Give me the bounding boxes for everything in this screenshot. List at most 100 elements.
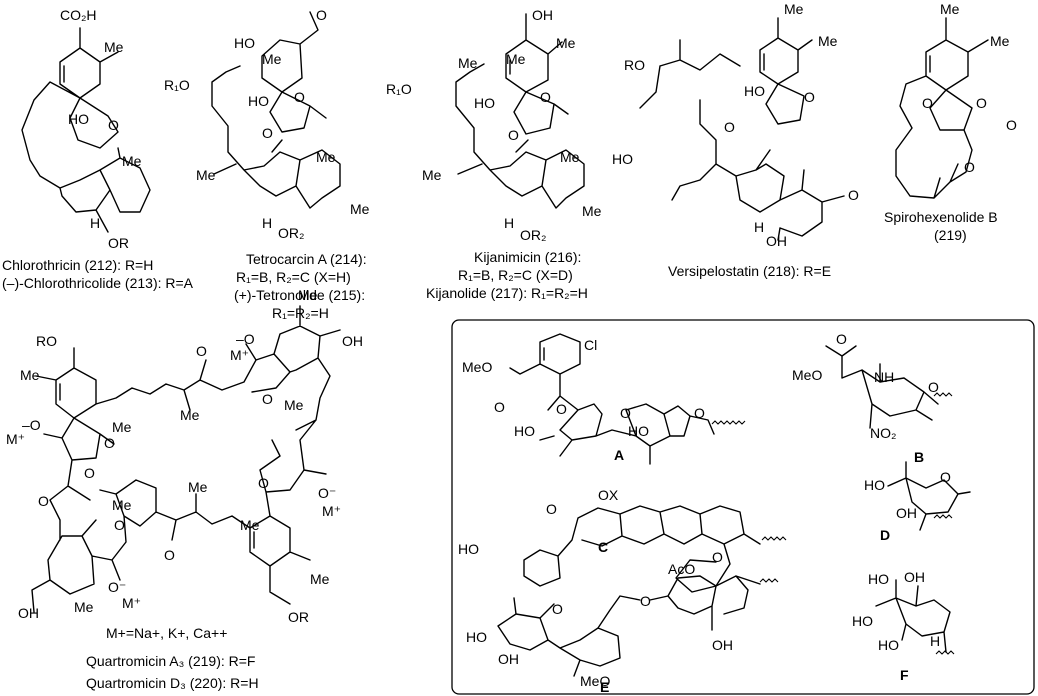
atom-nh: NH — [874, 369, 894, 385]
atom-me: Me — [74, 599, 94, 615]
atom-o: O — [724, 119, 735, 135]
atom-o: O — [620, 405, 631, 421]
atom-me: Me — [940, 1, 960, 17]
atom-meo: MeO — [462, 359, 492, 375]
caption-215: (+)-Tetronolide (215): — [234, 287, 365, 303]
atom-me: Me — [122, 153, 142, 169]
atom-ho: HO — [248, 93, 269, 109]
atom-me: Me — [284, 397, 304, 413]
caption-217: Kijanolide (217): R₁=R₂=H — [426, 285, 588, 301]
atom-o: O — [928, 379, 939, 395]
atom-oh: OH — [18, 605, 39, 621]
atom-r1o: R₁O — [164, 77, 190, 93]
atom-o-minus: –O — [22, 417, 41, 433]
caption-counterions: M+=Na+, K+, Ca++ — [106, 625, 227, 641]
atom-me: Me — [310, 571, 330, 587]
atom-ho: HO — [868, 571, 889, 587]
atom-o: O — [84, 465, 95, 481]
atom-h: H — [930, 633, 940, 649]
atom-ro: RO — [36, 333, 57, 349]
atom-o: O — [114, 517, 125, 533]
atom-o: O — [922, 95, 933, 111]
atom-o: O — [976, 95, 987, 111]
caption-219-num: (219) — [934, 227, 967, 243]
atom-o: O — [836, 331, 847, 347]
structure-spirohexenolide: Me Me O O O O Spirohexenolide B (219) — [884, 1, 1017, 243]
atom-me: Me — [262, 51, 282, 67]
atom-o: O — [508, 127, 519, 143]
atom-me: Me — [240, 517, 260, 533]
atom-m-plus: M⁺ — [122, 595, 141, 611]
sugar-E: HO OH O MeO O OH E — [466, 575, 779, 695]
structure-kijanimicin: OH Me Me R₁O Me HO O O Me Me Me H OR₂ Ki… — [386, 7, 602, 301]
atom-me: Me — [298, 287, 318, 303]
label-sugar-b: B — [914, 449, 924, 465]
sugar-A: Cl MeO O O HO O HO O A — [462, 333, 746, 465]
structure-chlorothricin: CO₂H Me HO O Me H OR Chlorothricin (212)… — [2, 7, 194, 291]
atom-o: O — [258, 475, 269, 491]
atom-o: O — [262, 391, 273, 407]
atom-me: Me — [350, 201, 370, 217]
atom-cl: Cl — [584, 337, 597, 353]
atom-o: O — [804, 89, 815, 105]
structure-versipelostatin: Me Me RO HO O O HO O H OH Versipelostati… — [612, 1, 859, 279]
atom-o: O — [104, 435, 115, 451]
atom-ho: HO — [466, 629, 487, 645]
atom-me: Me — [582, 203, 602, 219]
atom-o-minus-r: O⁻ — [108, 579, 126, 595]
atom-or: OR — [108, 235, 129, 251]
atom-me: Me — [188, 479, 208, 495]
atom-me: Me — [104, 39, 124, 55]
atom-o: O — [940, 469, 951, 485]
atom-m-plus: M⁺ — [322, 503, 341, 519]
atom-m-plus: M⁺ — [6, 431, 25, 447]
label-sugar-e: E — [600, 679, 609, 695]
caption-216-sub: R₁=B, R₂=C (X=D) — [458, 267, 573, 283]
atom-me: Me — [818, 33, 838, 49]
atom-ho: HO — [878, 637, 899, 653]
atom-me: Me — [422, 167, 442, 183]
sugar-panel-frame — [451, 319, 1035, 695]
atom-o: O — [108, 117, 119, 133]
atom-o: O — [1006, 117, 1017, 133]
atom-me: Me — [556, 35, 576, 51]
atom-ho: HO — [474, 95, 495, 111]
caption-q219: Quartromicin A₃ (219): R=F — [86, 653, 255, 669]
atom-me: Me — [180, 407, 200, 423]
atom-o: O — [494, 399, 505, 415]
atom-or2: OR₂ — [278, 225, 304, 241]
caption-213: (–)-Chlorothricolide (213): R=A — [2, 275, 194, 291]
atom-o-minus: –O — [236, 331, 255, 347]
caption-214: Tetrocarcin A (214): — [246, 251, 367, 267]
atom-oh: OH — [896, 505, 917, 521]
atom-o: O — [694, 405, 705, 421]
atom-r1o: R₁O — [386, 81, 412, 97]
label-sugar-a: A — [614, 447, 624, 463]
atom-ro: RO — [624, 57, 645, 73]
atom-ho: HO — [744, 83, 765, 99]
atom-ho: HO — [234, 35, 255, 51]
atom-me: Me — [990, 33, 1010, 49]
atom-oh: OH — [532, 7, 553, 23]
atom-oh: OH — [498, 651, 519, 667]
atom-me: Me — [560, 149, 580, 165]
atom-ho: HO — [864, 477, 885, 493]
atom-no2: NO₂ — [870, 425, 896, 441]
atom-aco: AcO — [668, 561, 695, 577]
atom-o: O — [196, 343, 207, 359]
atom-me: Me — [316, 149, 336, 165]
atom-oh: OH — [904, 569, 925, 585]
caption-216: Kijanimicin (216): — [474, 249, 581, 265]
atom-o: O — [552, 601, 563, 617]
atom-o: O — [164, 547, 175, 563]
caption-219-name: Spirohexenolide B — [884, 209, 998, 225]
atom-ox: OX — [598, 487, 619, 503]
atom-o: O — [294, 89, 305, 105]
structure-quartromicin: RO Me M⁺ –O O Me O O Me O –O M⁺ O Me Me … — [6, 287, 363, 691]
structure-tetrocarcin: O HO Me R₁O HO O O Me Me Me H OR₂ Tetroc… — [164, 7, 370, 321]
atom-ho: HO — [612, 151, 633, 167]
atom-o: O — [316, 7, 327, 23]
caption-212: Chlorothricin (212): R=H — [2, 257, 153, 273]
atom-me: Me — [458, 55, 478, 71]
